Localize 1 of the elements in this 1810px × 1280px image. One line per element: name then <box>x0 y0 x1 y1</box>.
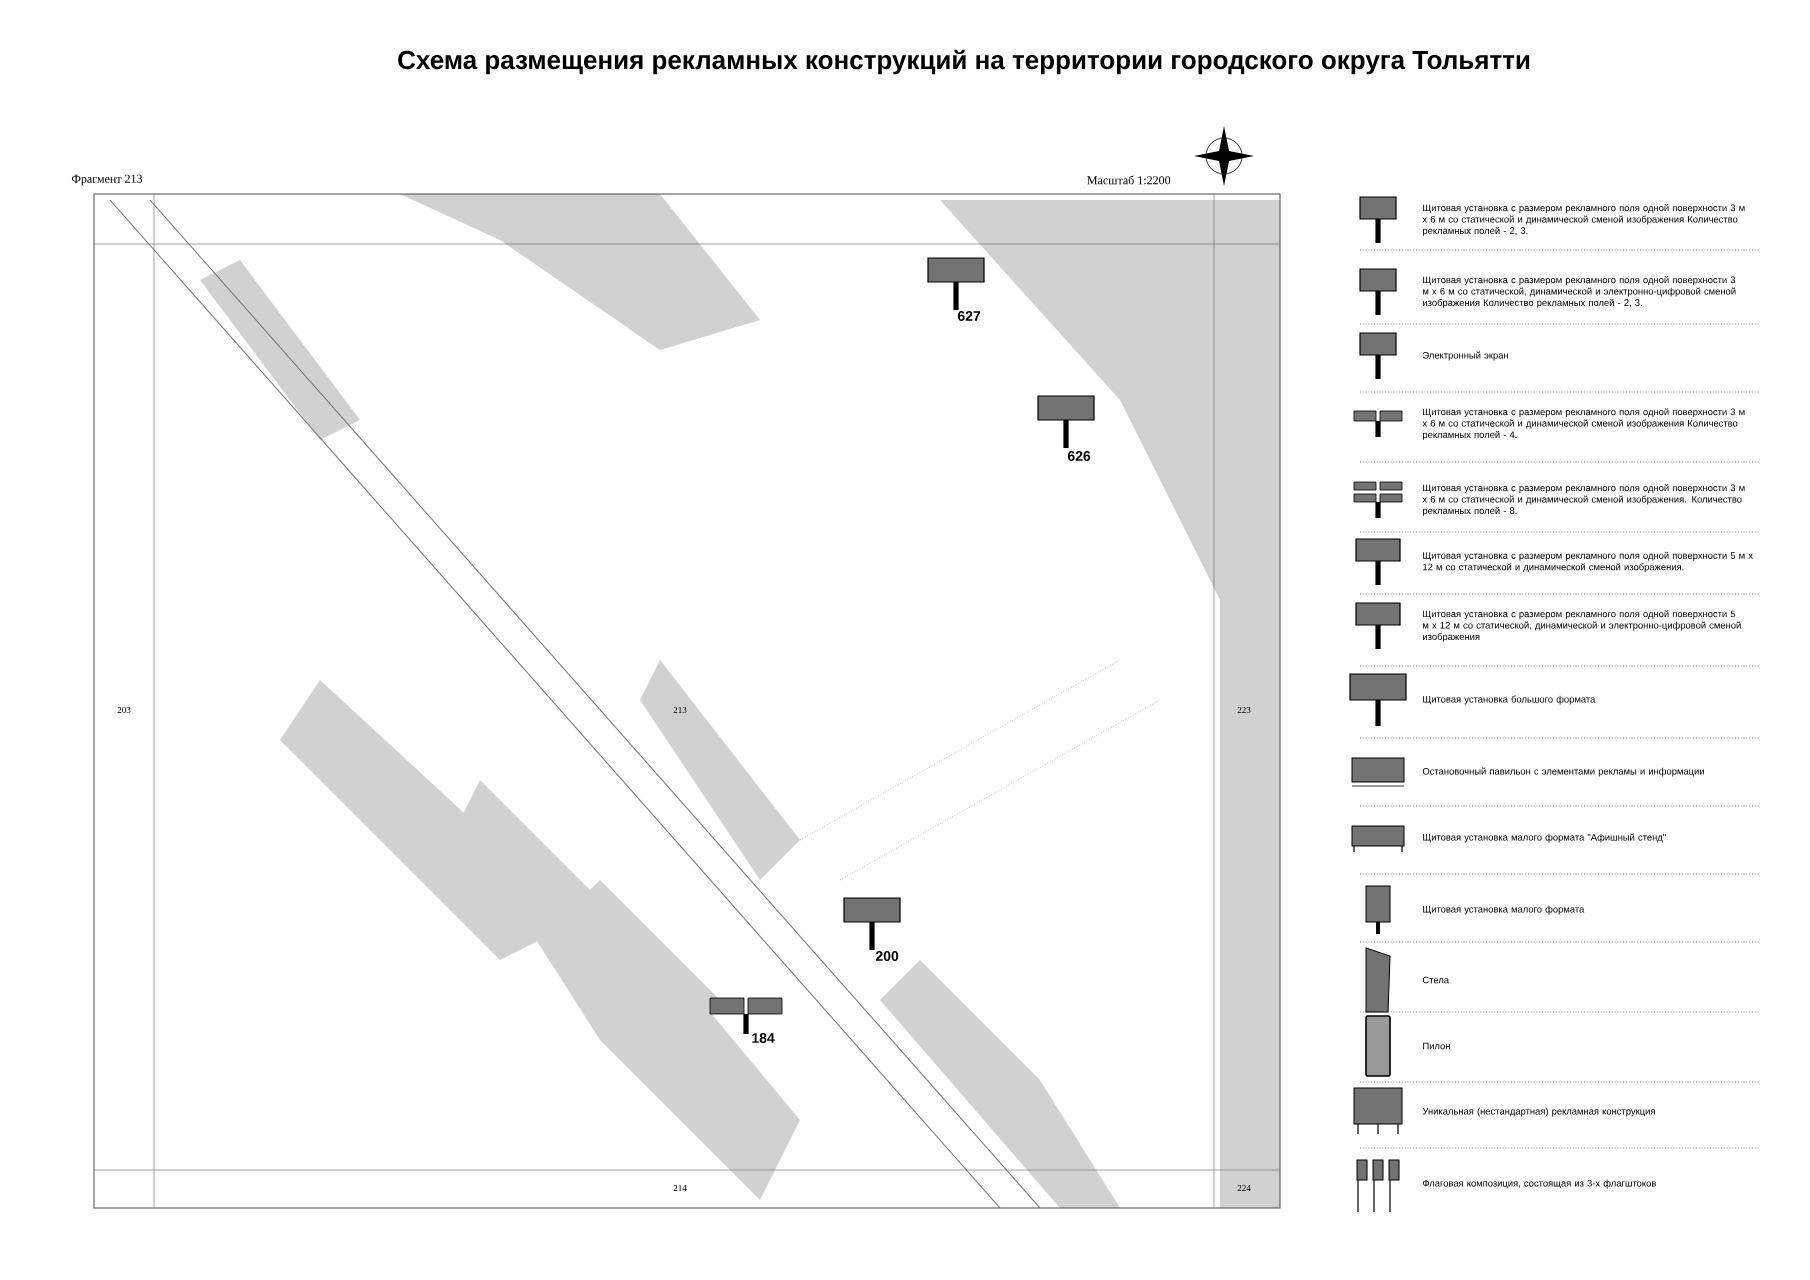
diagram-title: Схема размещения рекламных конструкций на территории городского округа Тольятти <box>398 49 1530 75</box>
